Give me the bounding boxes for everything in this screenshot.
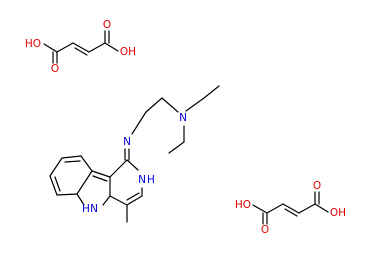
bond	[282, 203, 300, 214]
bond	[76, 170, 93, 195]
bond	[102, 195, 111, 206]
bond	[49, 175, 58, 196]
bond	[109, 195, 128, 206]
bond	[56, 193, 78, 196]
bond	[161, 97, 179, 113]
bond	[72, 42, 90, 53]
bond	[314, 203, 329, 213]
bond	[92, 175, 108, 182]
bond	[126, 159, 139, 171]
bond	[126, 195, 143, 206]
atom-label-oh: OH	[330, 207, 346, 219]
bond	[91, 170, 111, 178]
bond	[43, 43, 58, 53]
bond	[88, 42, 106, 53]
fumaric-acid-bottom: HO O O OH	[235, 180, 346, 236]
atom-label-n: N	[90, 203, 98, 215]
atom-label-n: N	[123, 136, 131, 148]
bond	[203, 85, 220, 99]
atom-label-n: N	[179, 112, 187, 124]
bond	[145, 97, 163, 113]
fumaric-acid-top: HO O O OH	[25, 19, 136, 75]
bond	[64, 160, 81, 163]
bond	[80, 155, 93, 172]
atom-label-o: O	[103, 19, 111, 31]
bond	[61, 155, 82, 159]
atom-label-oh: OH	[120, 46, 136, 58]
bond	[168, 141, 185, 154]
atom-label-n: N	[138, 174, 146, 186]
atom-label-oh: HO	[235, 199, 251, 211]
bond	[185, 97, 205, 112]
bond	[74, 47, 88, 56]
bond	[252, 204, 268, 214]
atom-label-h: H	[147, 174, 155, 186]
bond	[56, 42, 74, 53]
bond	[126, 192, 140, 201]
bond	[54, 176, 61, 192]
main-molecule: N N N H N H	[49, 85, 220, 223]
bond	[131, 111, 147, 135]
bond	[266, 203, 284, 214]
atom-label-o: O	[313, 180, 321, 192]
bond	[109, 159, 128, 178]
atom-label-o: O	[51, 63, 59, 75]
atom-label-o: O	[261, 224, 269, 236]
bond	[298, 203, 316, 214]
bond	[76, 193, 85, 206]
bond	[284, 208, 298, 217]
bond	[104, 42, 119, 52]
atom-label-h: H	[82, 203, 90, 215]
bond	[49, 157, 63, 177]
atom-label-oh: HO	[25, 38, 41, 50]
